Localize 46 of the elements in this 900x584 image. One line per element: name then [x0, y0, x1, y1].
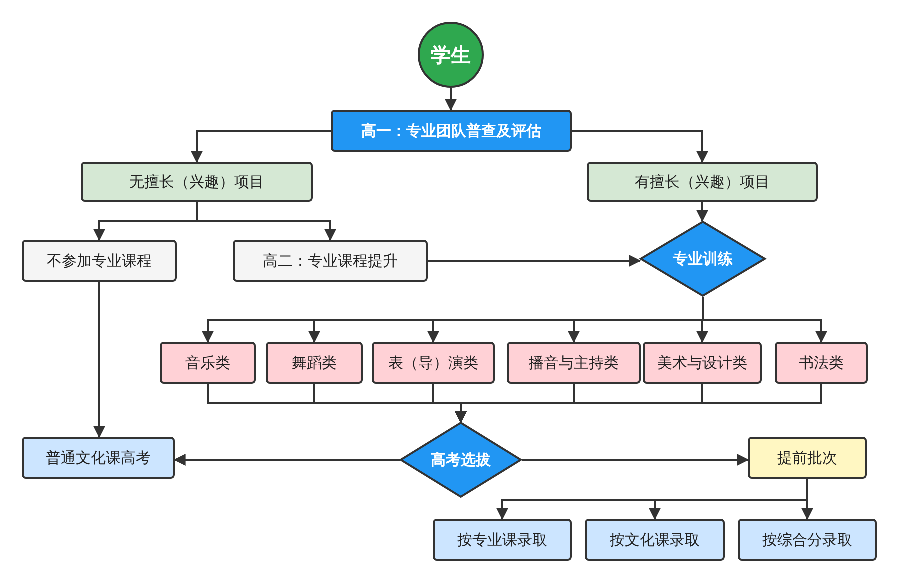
process-box [738, 519, 877, 561]
arrow [191, 130, 331, 164]
arrow [522, 454, 750, 466]
node-label: 按文化课录取 [610, 530, 700, 550]
arrow [445, 88, 457, 112]
process-box [266, 342, 363, 384]
node-label: 美术与设计类 [658, 354, 748, 372]
arrow [94, 282, 106, 438]
process-box [233, 240, 428, 282]
arrow [174, 454, 400, 466]
arrow [455, 384, 822, 424]
process-box [587, 162, 818, 202]
node-label: 学生 [431, 42, 471, 68]
node-label: 普通文化课高考 [46, 448, 151, 468]
arrow [428, 255, 642, 267]
node-label: 专业训练 [673, 250, 733, 268]
process-box [775, 342, 868, 384]
node-label: 播音与主持类 [529, 354, 619, 372]
arrow [696, 202, 708, 222]
process-box [585, 519, 725, 561]
process-box [160, 342, 256, 384]
arrow [572, 130, 708, 164]
process-box [433, 519, 572, 561]
process-box [22, 240, 177, 282]
arrow [802, 479, 814, 520]
node-label: 舞蹈类 [292, 354, 337, 372]
process-box [22, 437, 175, 479]
node-label: 高考选拔 [431, 450, 491, 470]
arrow [702, 297, 828, 344]
node-label: 无擅长（兴趣）项目 [130, 172, 264, 192]
node-label: 不参加专业课程 [47, 252, 152, 270]
process-box [643, 342, 762, 384]
process-box [372, 342, 495, 384]
node-label: 高二：专业课程提升 [263, 252, 398, 270]
node-label: 有擅长（兴趣）项目 [635, 172, 770, 192]
node-label: 高一：专业团队普查及评估 [362, 122, 542, 140]
node-label: 音乐类 [186, 354, 230, 372]
node-label: 按综合分录取 [762, 530, 852, 550]
node-label: 提前批次 [778, 448, 838, 468]
process-box [507, 342, 641, 384]
node-label: 书法类 [799, 354, 844, 372]
process-box [748, 437, 867, 479]
process-box [331, 110, 572, 152]
node-label: 表（导）演类 [388, 354, 478, 372]
node-label: 按专业课录取 [458, 530, 548, 550]
process-box [81, 162, 313, 202]
